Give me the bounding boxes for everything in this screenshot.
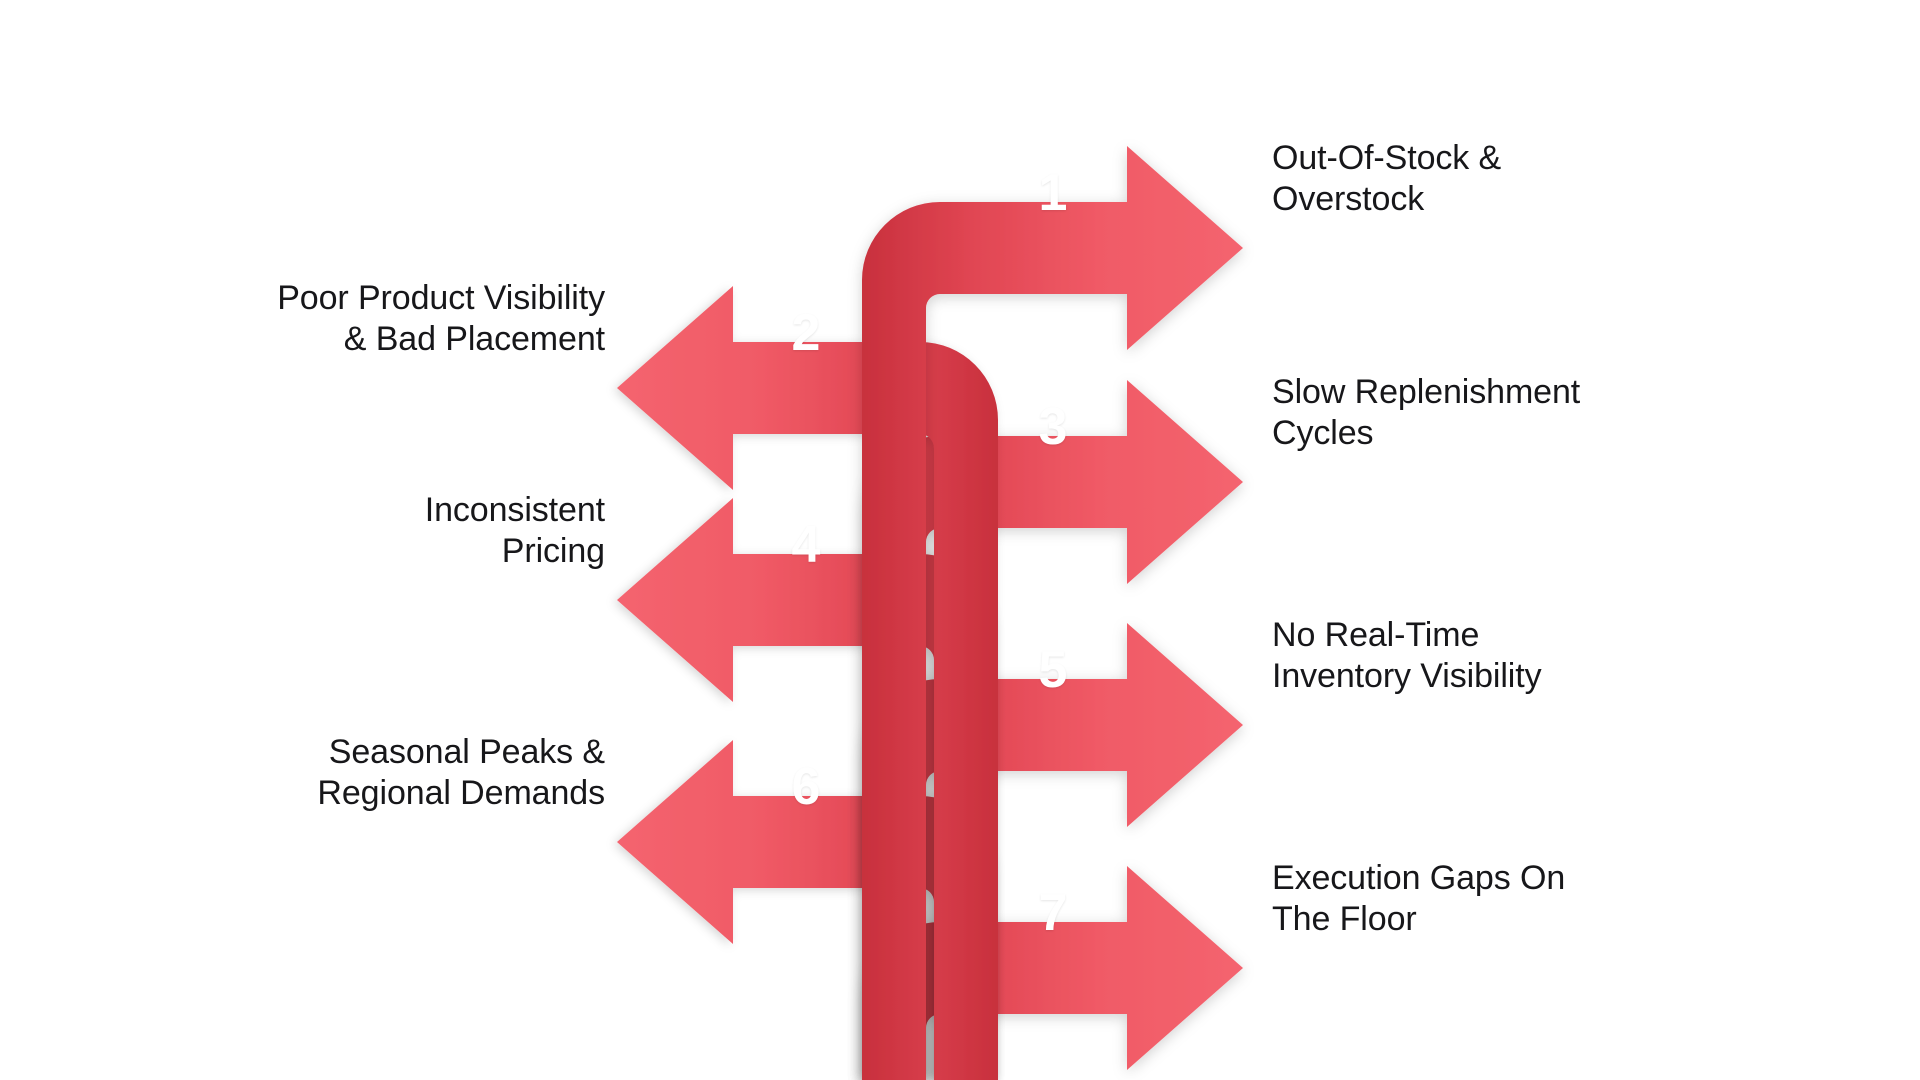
step-label-2: Poor Product Visibility & Bad Placement bbox=[277, 279, 605, 358]
step-number-5: 5 bbox=[1038, 641, 1068, 699]
step-number-6: 6 bbox=[791, 758, 821, 816]
branch-arrow-3-shape bbox=[862, 380, 1243, 1080]
step-label-1: Out-Of-Stock & Overstock bbox=[1272, 139, 1502, 218]
step-label-6: Seasonal Peaks & Regional Demands bbox=[317, 733, 605, 812]
step-label-3: Slow Replenishment Cycles bbox=[1272, 373, 1581, 452]
step-number-1: 1 bbox=[1038, 164, 1068, 222]
branch-arrow-1[interactable] bbox=[862, 146, 1243, 1080]
branch-arrow-7-shape bbox=[862, 866, 1243, 1080]
branch-arrow-2-shape bbox=[617, 286, 998, 1080]
branch-arrow-3[interactable] bbox=[862, 380, 1243, 1080]
branch-arrow-2[interactable] bbox=[617, 286, 998, 1080]
step-number-7: 7 bbox=[1038, 884, 1068, 942]
step-number-2: 2 bbox=[791, 304, 821, 362]
branch-arrow-1-shape bbox=[862, 146, 1243, 1080]
branch-arrow-7[interactable] bbox=[862, 866, 1243, 1080]
step-label-5: No Real-Time Inventory Visibility bbox=[1272, 616, 1542, 695]
step-number-3: 3 bbox=[1038, 398, 1068, 456]
step-number-4: 4 bbox=[791, 516, 821, 574]
step-label-7: Execution Gaps On The Floor bbox=[1272, 859, 1566, 938]
step-label-4: Inconsistent Pricing bbox=[424, 491, 605, 570]
